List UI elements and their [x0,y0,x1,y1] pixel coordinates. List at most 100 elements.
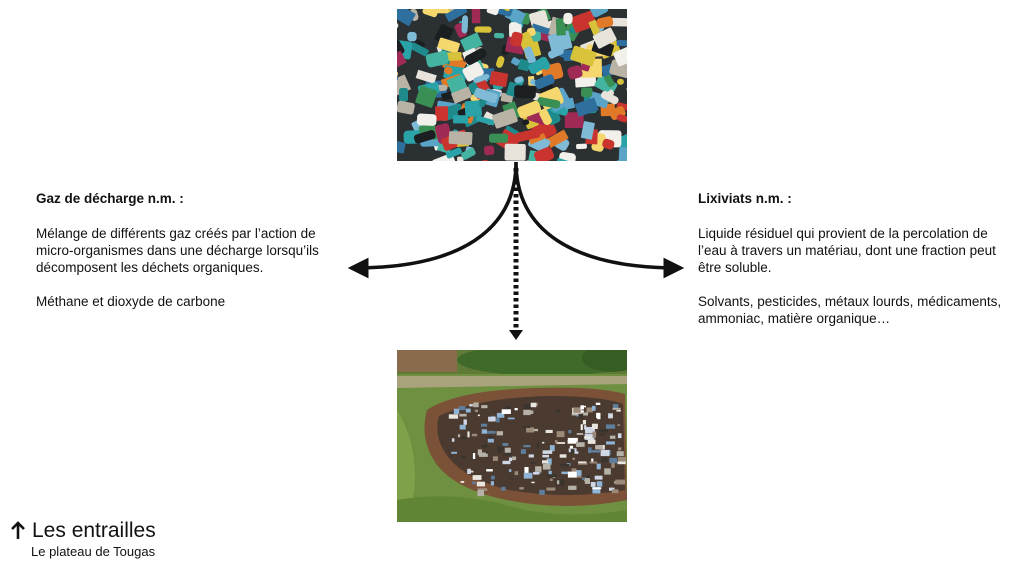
waste-piece [613,46,627,67]
waste-piece [457,156,464,161]
waste-piece [600,91,619,105]
pit-debris-piece [536,442,540,448]
pit-debris-piece [546,487,556,491]
waste-piece [539,108,552,125]
pit-debris-piece [559,454,567,458]
waste-piece [461,147,476,160]
waste-piece [464,48,487,65]
waste-piece [547,30,573,53]
pit-debris-piece [618,457,626,463]
footer-navigation: Les entrailles Le plateau de Tougas [10,518,250,559]
pit-debris-piece [488,416,496,422]
pit-debris-piece [595,445,603,450]
pit-debris-piece [589,461,598,464]
waste-piece [437,9,451,14]
pit-debris-piece [584,436,593,439]
pit-debris-piece [523,409,531,416]
pit-debris-piece [585,427,595,434]
pit-debris-piece [569,445,573,449]
pit-debris-piece [578,462,588,465]
pit-debris-piece [608,413,613,419]
pit-debris-piece [542,441,545,444]
leachate-definition: Lixiviats n.m. : Liquide résiduel qui pr… [698,190,1013,327]
pit-debris-piece [609,487,615,491]
waste-piece [567,65,583,80]
waste-piece [514,85,536,99]
pit-debris-piece [472,475,482,480]
arrow-to-landfill-pit-head [509,330,523,340]
waste-piece [495,9,515,17]
pit-debris-piece [471,433,478,437]
pit-debris-piece [580,405,584,410]
pit-debris-piece [560,463,570,467]
pit-debris-piece [554,440,558,444]
pit-debris-piece [586,475,590,481]
waste-piece [616,40,627,47]
waste-piece [413,129,436,144]
pit-debris-piece [502,460,511,465]
waste-piece [445,9,468,22]
pit-debris-piece [501,409,511,414]
pit-debris-piece [556,431,565,438]
pit-debris-piece [487,430,496,434]
pit-debris-piece [572,457,575,460]
waste-piece [558,151,576,161]
pit-debris-piece [571,413,582,416]
waste-piece [486,9,500,16]
pit-debris-piece [571,468,577,475]
waste-piece [596,16,614,29]
pit-debris-piece [556,480,560,485]
pit-debris-piece [453,408,460,414]
pit-debris-piece [542,463,551,470]
waste-piece [534,74,555,90]
pit-debris-piece [496,431,503,436]
pit-debris-piece [546,474,557,478]
pit-debris-piece [504,447,511,453]
waste-piece [617,78,624,85]
pit-debris-piece [591,450,600,453]
pit-debris-piece [604,468,611,475]
waste-piece [494,32,505,39]
pit-debris-piece [496,417,500,423]
waste-piece [397,50,407,70]
pit-debris-piece [606,424,616,429]
pit-debris-piece [567,471,577,478]
back-to-les-entrailles-link[interactable]: Les entrailles [10,518,250,544]
pit-debris-piece [549,445,555,452]
pit-debris-piece [528,454,534,458]
waste-piece [570,45,597,67]
pit-debris-piece [599,429,609,433]
pit-debris-piece [474,409,479,413]
pit-debris-piece [579,412,588,416]
pit-debris-piece [576,433,584,435]
pit-debris-piece [591,423,598,429]
pit-debris-piece [491,475,495,480]
waste-piece [580,121,595,140]
pit-debris-piece [582,439,588,443]
pit-debris-piece [567,437,578,442]
pit-debris-piece [617,424,621,426]
pit-debris-piece [542,454,549,458]
pit-debris-piece [584,478,590,484]
waste-piece [451,86,473,104]
pit-debris-piece [580,436,583,442]
waste-piece [496,56,505,68]
arrow-up-icon [10,521,26,541]
pit-debris-piece [612,404,619,409]
waste-piece [534,146,555,161]
waste-piece [504,143,526,161]
waste-piece [555,18,566,36]
pit-debris-piece [492,456,498,461]
pit-debris-piece [467,431,470,438]
leachate-description: Liquide résiduel qui provient de la perc… [698,226,996,275]
pit-debris-piece [476,481,485,487]
waste-piece [546,129,569,148]
pit-debris-piece [520,449,526,454]
pit-debris-piece [526,427,534,433]
arrow-to-leachate [514,161,685,279]
pit-debris-piece [596,463,601,470]
pit-debris-piece [578,461,587,464]
pit-debris-piece [508,469,512,472]
waste-piece [416,113,437,126]
pit-debris-piece [496,412,505,418]
